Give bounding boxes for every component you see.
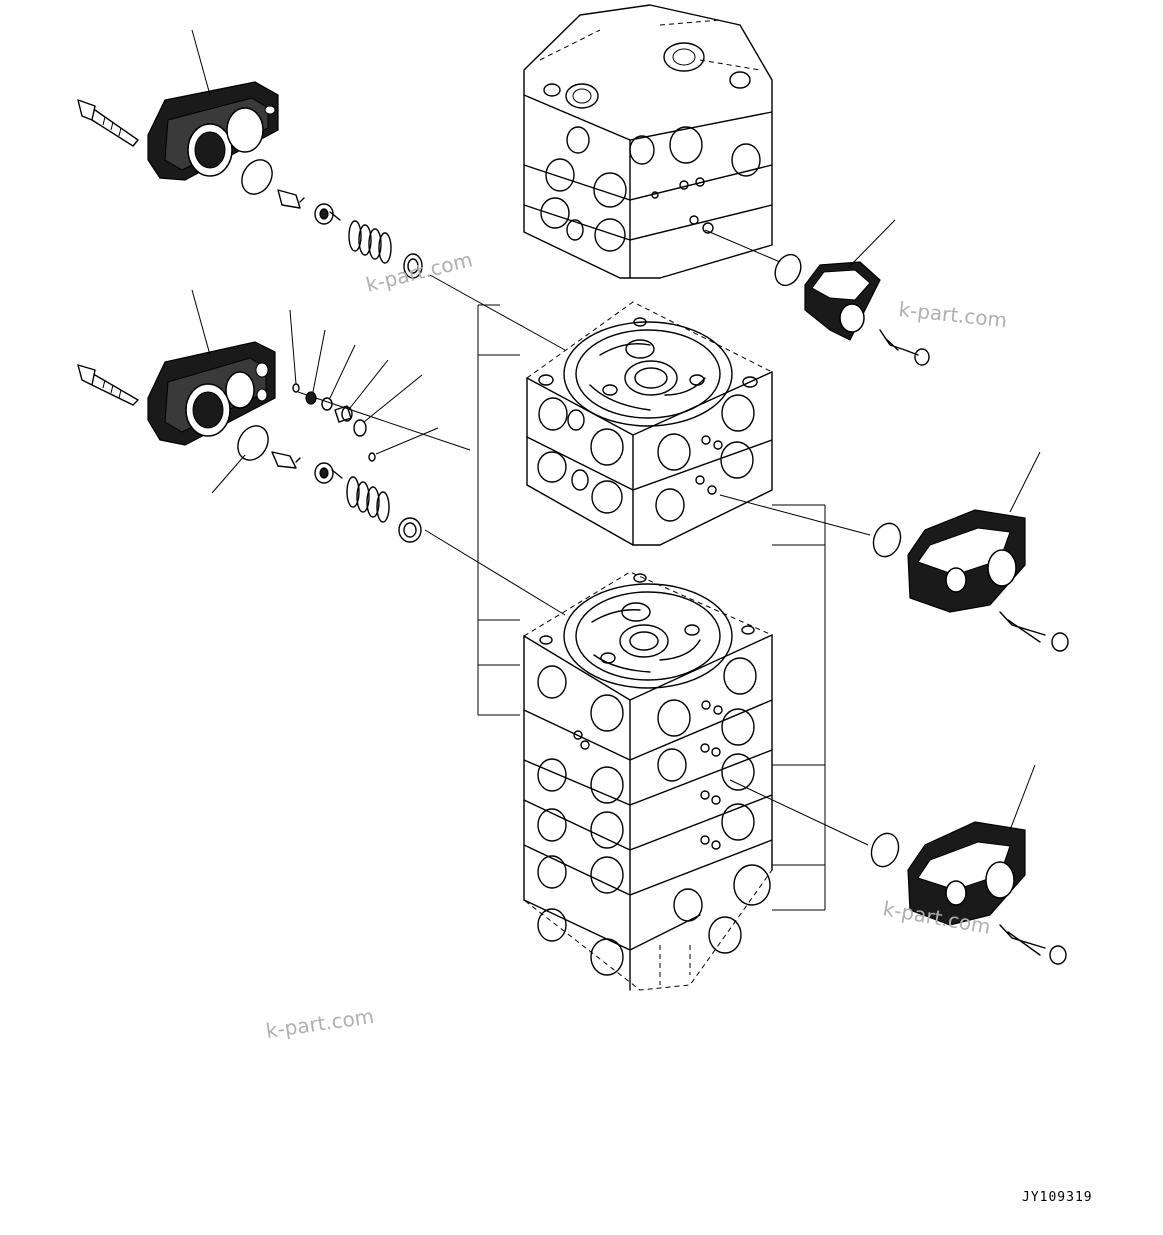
top-valve-block [523,4,773,279]
upper-spool-parts [241,159,423,279]
bracket-lines [297,229,871,911]
small-relief-parts [289,309,439,462]
upper-left-end-cover [147,29,279,181]
right-upper-small-valve [774,219,930,366]
middle-valve-section [526,301,773,546]
lower-spool-parts [211,425,422,543]
lower-left-bolt [77,364,139,406]
drawing-code: JY109319 [1022,1190,1093,1205]
upper-left-bolt [77,99,139,147]
lower-left-end-cover [147,289,276,446]
lower-valve-stack [523,571,773,991]
right-middle-valve [872,451,1069,652]
watermark-4: k-part.com [264,1004,375,1043]
watermark-2: k-part.com [897,297,1008,332]
right-lower-valve [870,764,1067,965]
